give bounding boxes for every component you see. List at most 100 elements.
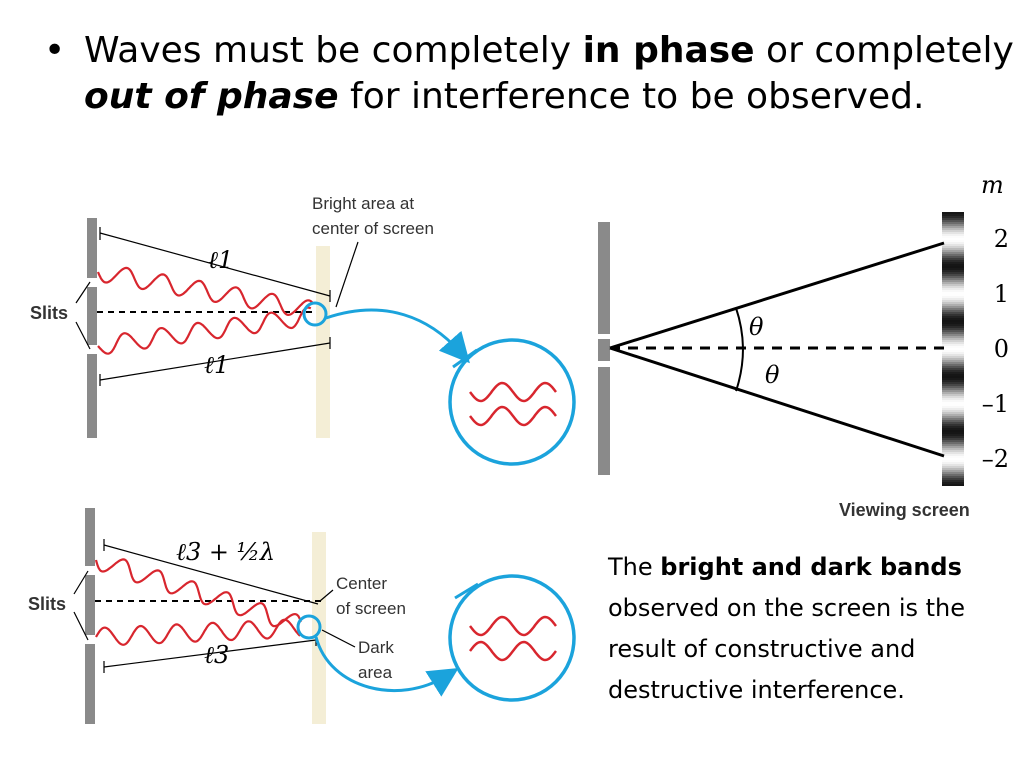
top-slits-pointer-upper <box>75 281 91 304</box>
fringe-band-slice <box>942 334 964 336</box>
fringe-band-slice <box>942 302 964 304</box>
angle-diagram: θ θ m 2 1 0 –1 –2 Viewing screen <box>598 171 1009 520</box>
order-label-0: 0 <box>994 335 1009 363</box>
order-label-1: 1 <box>994 280 1009 308</box>
fringe-band-slice <box>942 434 964 436</box>
fringe-band-slice <box>942 356 964 358</box>
fringe-band-slice <box>942 228 964 230</box>
bottom-zoom-arrow <box>314 636 459 697</box>
fringe-band-slice <box>942 478 964 480</box>
fringe-band-slice <box>942 280 964 282</box>
fringe-band-slice <box>942 298 964 300</box>
fringe-band-slice <box>942 376 964 378</box>
fringe-band-slice <box>942 378 964 380</box>
fringe-band-slice <box>942 224 964 226</box>
viewing-screen-label: Viewing screen <box>839 500 970 520</box>
fringe-band-slice <box>942 338 964 340</box>
fringe-band-slice <box>942 404 964 406</box>
theta-lower-label: θ <box>765 361 780 389</box>
bottom-wave-upper <box>94 558 302 628</box>
fringe-band-slice <box>942 370 964 372</box>
fringe-band-slice <box>942 274 964 276</box>
fringe-band-slice <box>942 460 964 462</box>
bottom-path-length-upper <box>103 539 319 605</box>
fringe-band-slice <box>942 438 964 440</box>
fringe-band-slice <box>942 416 964 418</box>
bottom-slits-pointer-upper <box>73 570 89 595</box>
angle-barrier <box>598 222 610 475</box>
fringe-band-slice <box>942 362 964 364</box>
fringe-band-slice <box>942 396 964 398</box>
fringe-band-slice <box>942 456 964 458</box>
fringe-band-slice <box>942 290 964 292</box>
fringe-band-slice <box>942 428 964 430</box>
fringe-band-slice <box>942 390 964 392</box>
top-zoom-arrow <box>325 308 470 364</box>
fringe-band-slice <box>942 470 964 472</box>
order-m-header: m <box>981 171 1004 199</box>
top-path-lower-label: ℓ1 <box>204 351 229 379</box>
fringe-band-slice <box>942 414 964 416</box>
fringe-band-slice <box>942 402 964 404</box>
bottom-path-upper-label: ℓ3 + ½λ <box>176 538 275 566</box>
bright-area-label-2: center of screen <box>312 219 434 238</box>
fringe-band-slice <box>942 476 964 478</box>
fringe-band-slice <box>942 324 964 326</box>
fringe-band-slice <box>942 318 964 320</box>
fringe-band-slice <box>942 352 964 354</box>
fringe-band-slice <box>942 222 964 224</box>
fringe-band-slice <box>942 316 964 318</box>
dark-area-label-2: area <box>358 663 393 682</box>
top-path-length-upper <box>99 227 331 302</box>
fringe-band-slice <box>942 276 964 278</box>
fringe-band-slice <box>942 252 964 254</box>
fringe-band-slice <box>942 214 964 216</box>
fringe-band-slice <box>942 300 964 302</box>
bright-area-label-1: Bright area at <box>312 194 414 213</box>
fringe-band-slice <box>942 394 964 396</box>
fringe-band-slice <box>942 364 964 366</box>
bullet-emph-out-of-phase: out of phase <box>84 76 339 117</box>
top-screen <box>316 246 330 438</box>
fringe-band-slice <box>942 368 964 370</box>
order-label-minus-2: –2 <box>982 445 1009 473</box>
center-of-screen-label-2: of screen <box>336 599 406 618</box>
fringe-band-slice <box>942 258 964 260</box>
center-of-screen-pointer <box>319 589 334 602</box>
fringe-band-slice <box>942 242 964 244</box>
fringe-band-slice <box>942 444 964 446</box>
fringe-band-slice <box>942 226 964 228</box>
angle-arc-upper <box>735 307 744 349</box>
fringe-band-slice <box>942 388 964 390</box>
fringe-band-slice <box>942 346 964 348</box>
bullet-text-1: Waves must be completely <box>84 30 583 71</box>
center-of-screen-label-1: Center <box>336 574 387 593</box>
bullet-emph-in-phase: in phase <box>582 30 755 71</box>
fringe-band-slice <box>942 246 964 248</box>
fringe-band-slice <box>942 292 964 294</box>
fringe-band-slice <box>942 260 964 262</box>
order-label-minus-1: –1 <box>982 390 1009 418</box>
fringe-band-slice <box>942 250 964 252</box>
fringe-band-slice <box>942 218 964 220</box>
fringe-band-slice <box>942 430 964 432</box>
fringe-band-slice <box>942 426 964 428</box>
fringe-band-slice <box>942 312 964 314</box>
bottom-zoom-inset <box>448 574 576 702</box>
angle-arc-lower <box>735 347 745 392</box>
top-slits-pointer-lower <box>75 321 91 350</box>
fringe-band-slice <box>942 392 964 394</box>
fringe-band-slice <box>942 332 964 334</box>
fringe-band-slice <box>942 328 964 330</box>
top-double-slit-diagram: ℓ1 ℓ1 Slits Bright area at center of scr… <box>30 194 576 466</box>
fringe-band-slice <box>942 320 964 322</box>
fringe-band-slice <box>942 262 964 264</box>
fringe-band-slice <box>942 466 964 468</box>
fringe-band-slice <box>942 424 964 426</box>
fringe-band-slice <box>942 410 964 412</box>
fringe-band-slice <box>942 236 964 238</box>
bottom-path-lower-label: ℓ3 <box>204 641 229 669</box>
bullet-text: Waves must be completely in phase or com… <box>84 28 1024 120</box>
dark-area-label-1: Dark <box>358 638 394 657</box>
